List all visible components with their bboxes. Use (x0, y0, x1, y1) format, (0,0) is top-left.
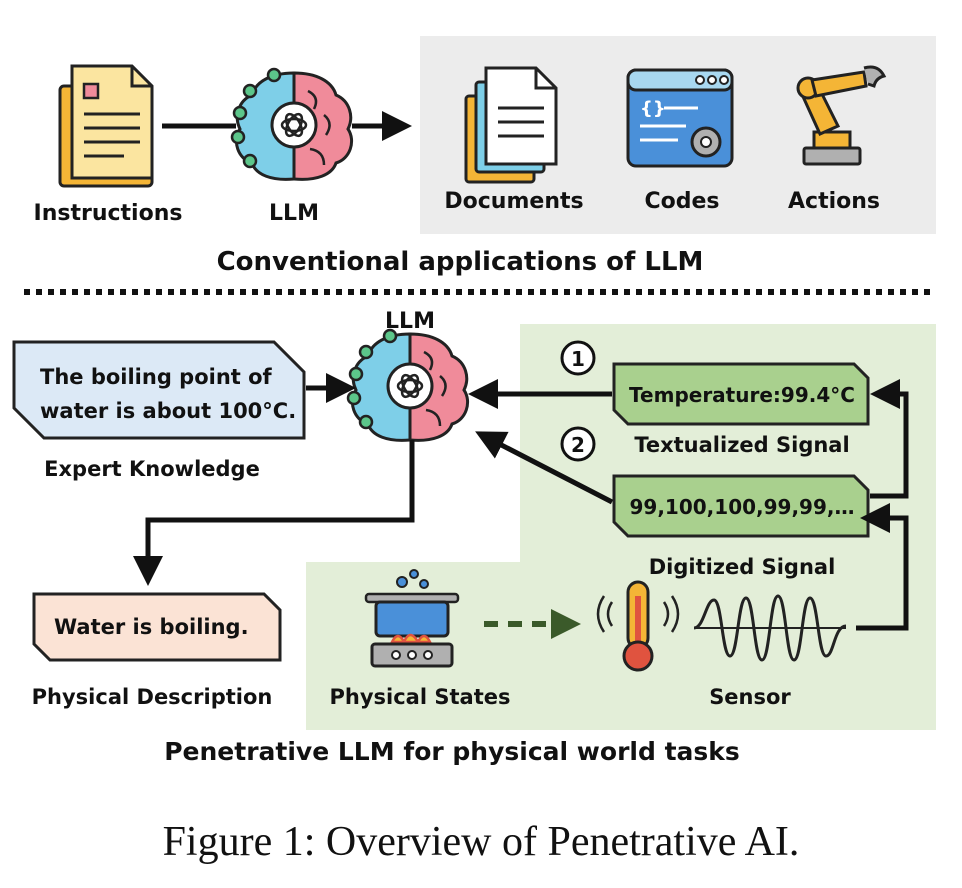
expert-text-line1: The boiling point of (40, 365, 273, 389)
textualized-signal-box (612, 362, 870, 426)
physical-states-label: Physical States (330, 685, 511, 709)
llm-label-bottom: LLM (385, 309, 435, 334)
sensor-to-digitized-arrow (856, 503, 909, 631)
top-section-title: Conventional applications of LLM (217, 247, 704, 277)
step-2-number: 2 (571, 433, 585, 457)
bottom-section-title: Penetrative LLM for physical world tasks (164, 737, 740, 766)
digitized-to-llm-arrow (475, 431, 614, 505)
physical-description-label: Physical Description (32, 685, 273, 709)
textualized-signal-label: Textualized Signal (634, 433, 849, 457)
llm-brain-icon-bottom (346, 328, 469, 442)
llm-brain-icon-top (230, 67, 353, 181)
description-text: Water is boiling. (54, 615, 249, 639)
textualized-box-text: Temperature:99.4°C (629, 383, 855, 407)
documents-label: Documents (444, 189, 583, 214)
expert-text-line2: water is about 100°C. (40, 399, 296, 423)
thermometer-icon (596, 580, 680, 672)
codes-label: Codes (644, 189, 719, 214)
step-1-number: 1 (571, 347, 585, 371)
expert-knowledge-label: Expert Knowledge (44, 457, 260, 481)
instructions-label: Instructions (34, 201, 183, 226)
instructions-icon (58, 64, 154, 188)
digitized-signal-label: Digitized Signal (649, 555, 836, 579)
sensor-label: Sensor (709, 685, 791, 709)
figure-caption: Figure 1: Overview of Penetrative AI. (162, 819, 800, 865)
actions-label: Actions (788, 189, 880, 214)
step-1-badge (560, 340, 596, 376)
digitized-to-textualized-arrow (870, 379, 909, 499)
llm-label-top: LLM (269, 201, 319, 226)
actions-icon (796, 65, 887, 166)
step-2-badge (560, 426, 596, 462)
boiling-pot-icon (364, 569, 460, 668)
digitized-signal-box (612, 474, 870, 538)
llm-to-description-arrow (133, 440, 415, 586)
physical-description-box (32, 592, 282, 662)
codes-icon: {} (626, 68, 734, 168)
expert-knowledge-box (12, 340, 306, 440)
documents-icon (464, 66, 558, 184)
svg-text:{}: {} (640, 98, 666, 119)
digitized-box-text: 99,100,100,99,99,… (630, 495, 855, 519)
